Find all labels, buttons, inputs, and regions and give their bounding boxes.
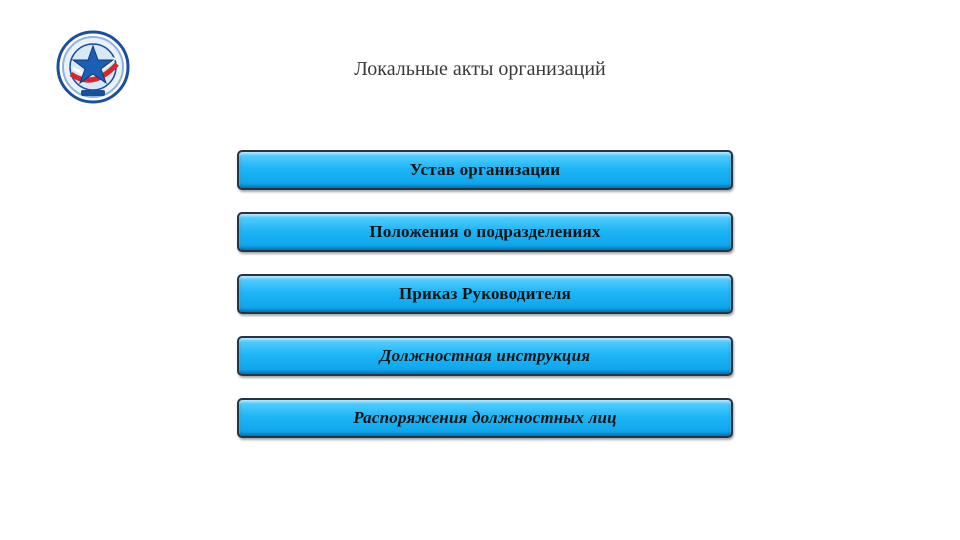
act-item-label: Приказ Руководителя [398, 284, 572, 303]
act-item-director-order[interactable]: Приказ Руководителя [237, 274, 733, 314]
act-item-department-regulations[interactable]: Положения о подразделениях [237, 212, 733, 252]
act-item-label: Должностная инструкция [379, 346, 591, 365]
act-item-official-directives[interactable]: Распоряжения должностных лиц [237, 398, 733, 438]
acts-list: Устав организации Положения о подразделе… [237, 150, 733, 460]
act-item-label: Положения о подразделениях [369, 222, 601, 241]
emblem-logo-icon [53, 30, 133, 104]
page-title: Локальные акты организаций [354, 58, 606, 80]
act-item-charter[interactable]: Устав организации [237, 150, 733, 190]
act-item-label: Распоряжения должностных лиц [353, 408, 617, 427]
act-item-job-instruction[interactable]: Должностная инструкция [237, 336, 733, 376]
act-item-label: Устав организации [409, 160, 561, 179]
